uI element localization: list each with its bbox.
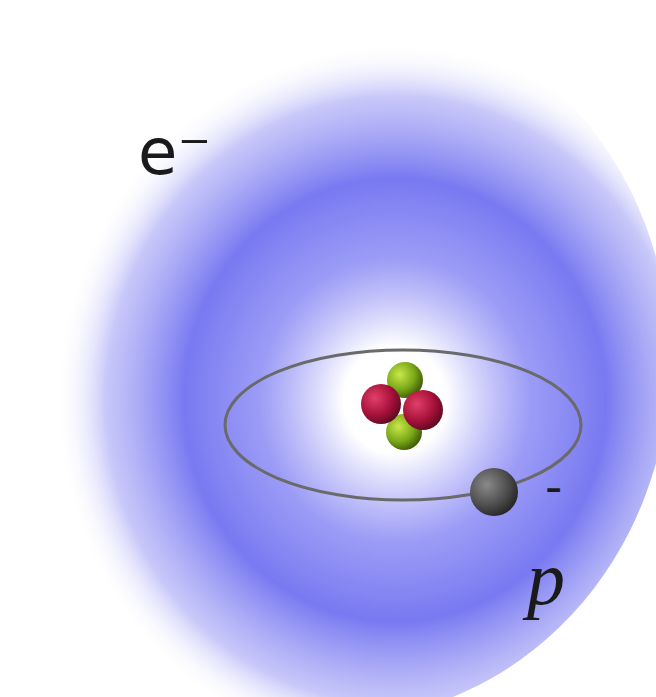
antiproton-label: p xyxy=(527,540,565,616)
electron-label: e⁻ xyxy=(138,120,211,184)
nucleus xyxy=(361,362,443,450)
charge-sign: - xyxy=(545,462,562,510)
orbit xyxy=(225,350,581,500)
antiproton xyxy=(470,468,518,516)
